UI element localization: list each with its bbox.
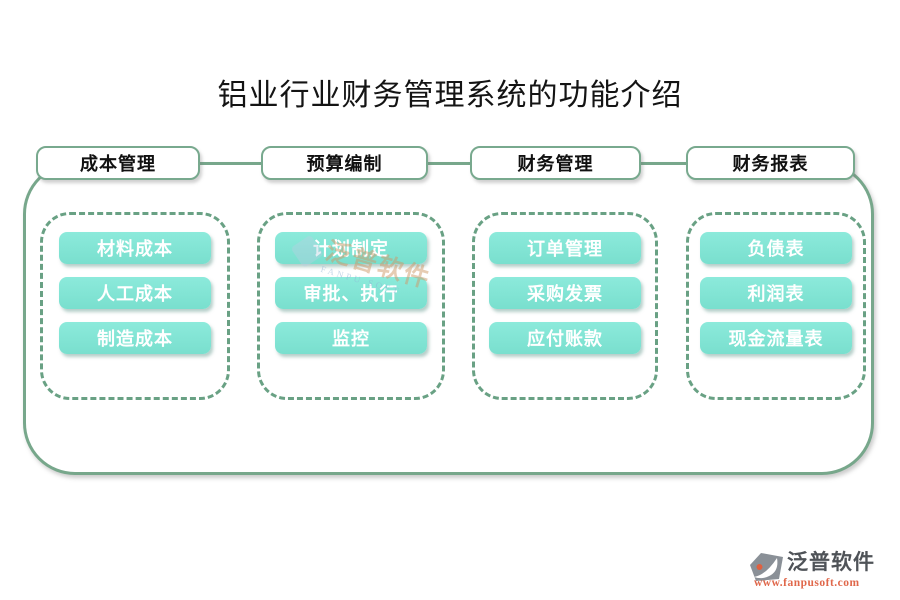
feature-material-cost: 材料成本 <box>59 232 211 264</box>
diagram-title: 铝业行业财务管理系统的功能介绍 <box>217 79 683 112</box>
feature-approval-execution: 审批、执行 <box>275 277 427 309</box>
logo-url: www.fanpusoft.com <box>754 577 860 589</box>
feature-accounts-payable: 应付账款 <box>489 322 641 354</box>
tab-cost-management: 成本管理 <box>36 146 200 180</box>
group-financial-management: 订单管理 采购发票 应付账款 <box>472 212 658 400</box>
feature-order-management: 订单管理 <box>489 232 641 264</box>
tab-label: 财务管理 <box>517 154 594 174</box>
feature-purchase-invoice: 采购发票 <box>489 277 641 309</box>
feature-cash-flow-statement: 现金流量表 <box>700 322 852 354</box>
tab-budget-preparation: 预算编制 <box>261 146 428 180</box>
feature-balance-sheet: 负债表 <box>700 232 852 264</box>
feature-profit-statement: 利润表 <box>700 277 852 309</box>
tab-financial-management: 财务管理 <box>470 146 641 180</box>
tab-financial-reports: 财务报表 <box>686 146 855 180</box>
group-financial-reports: 负债表 利润表 现金流量表 <box>686 212 866 400</box>
tab-label: 成本管理 <box>80 154 156 174</box>
tab-label: 预算编制 <box>306 154 383 174</box>
feature-labor-cost: 人工成本 <box>59 277 211 309</box>
feature-plan-formulation: 计划制定 <box>275 232 427 264</box>
feature-manufacturing-cost: 制造成本 <box>59 322 211 354</box>
fanpu-logo-icon <box>750 553 783 581</box>
group-cost-management: 材料成本 人工成本 制造成本 <box>40 212 230 400</box>
logo-name: 泛普软件 <box>787 550 875 574</box>
tab-label: 财务报表 <box>732 154 809 174</box>
feature-monitoring: 监控 <box>275 322 427 354</box>
fanpu-logo: 泛普软件 www.fanpusoft.com <box>750 550 892 595</box>
group-budget-preparation: 计划制定 审批、执行 监控 <box>257 212 445 400</box>
